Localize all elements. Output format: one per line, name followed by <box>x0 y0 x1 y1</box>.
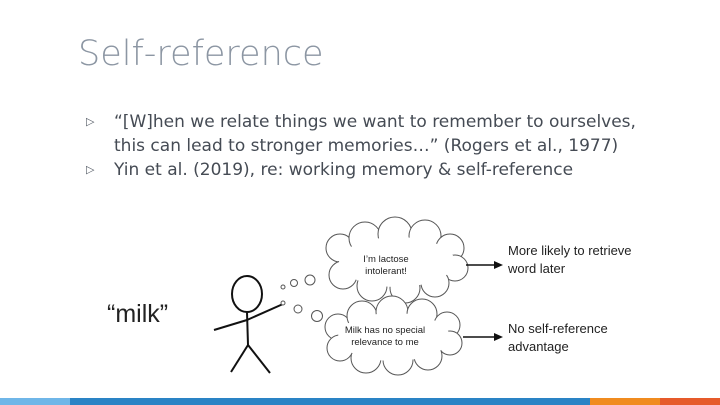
triangle-bullet-icon: ▷ <box>86 115 95 128</box>
footer-segment <box>660 398 720 405</box>
footer-segment <box>0 398 70 405</box>
footer-segment <box>590 398 660 405</box>
thought-dots <box>280 274 323 322</box>
bullet-text: Yin et al. (2019), re: working memory & … <box>114 160 574 180</box>
self-reference-diagram <box>213 216 503 376</box>
outcome-top-text: More likely to retrieve word later <box>508 243 632 276</box>
outcome-bottom-text: No self-reference advantage <box>508 321 608 354</box>
bubble-bottom-text: Milk has no special relevance to me <box>344 325 426 348</box>
footer-segment <box>70 398 590 405</box>
arrow-top-icon <box>466 261 503 269</box>
arrow-bottom-icon <box>463 333 503 341</box>
word-label: “milk” <box>107 300 169 328</box>
bullet-list: ▷ “[W]hen we relate things we want to re… <box>86 110 666 182</box>
stick-figure-icon <box>213 275 284 374</box>
footer-color-bar <box>0 398 720 405</box>
slide-title: Self-reference <box>78 34 324 74</box>
bullet-item: ▷ “[W]hen we relate things we want to re… <box>86 110 666 158</box>
bubble-top-text: I’m lactose intolerant! <box>363 254 409 277</box>
bullet-text: “[W]hen we relate things we want to reme… <box>114 112 636 156</box>
thought-bubble-top <box>325 216 469 304</box>
thought-bubble-bottom <box>324 295 463 376</box>
triangle-bullet-icon: ▷ <box>86 163 95 176</box>
bullet-item: ▷ Yin et al. (2019), re: working memory … <box>86 158 666 182</box>
